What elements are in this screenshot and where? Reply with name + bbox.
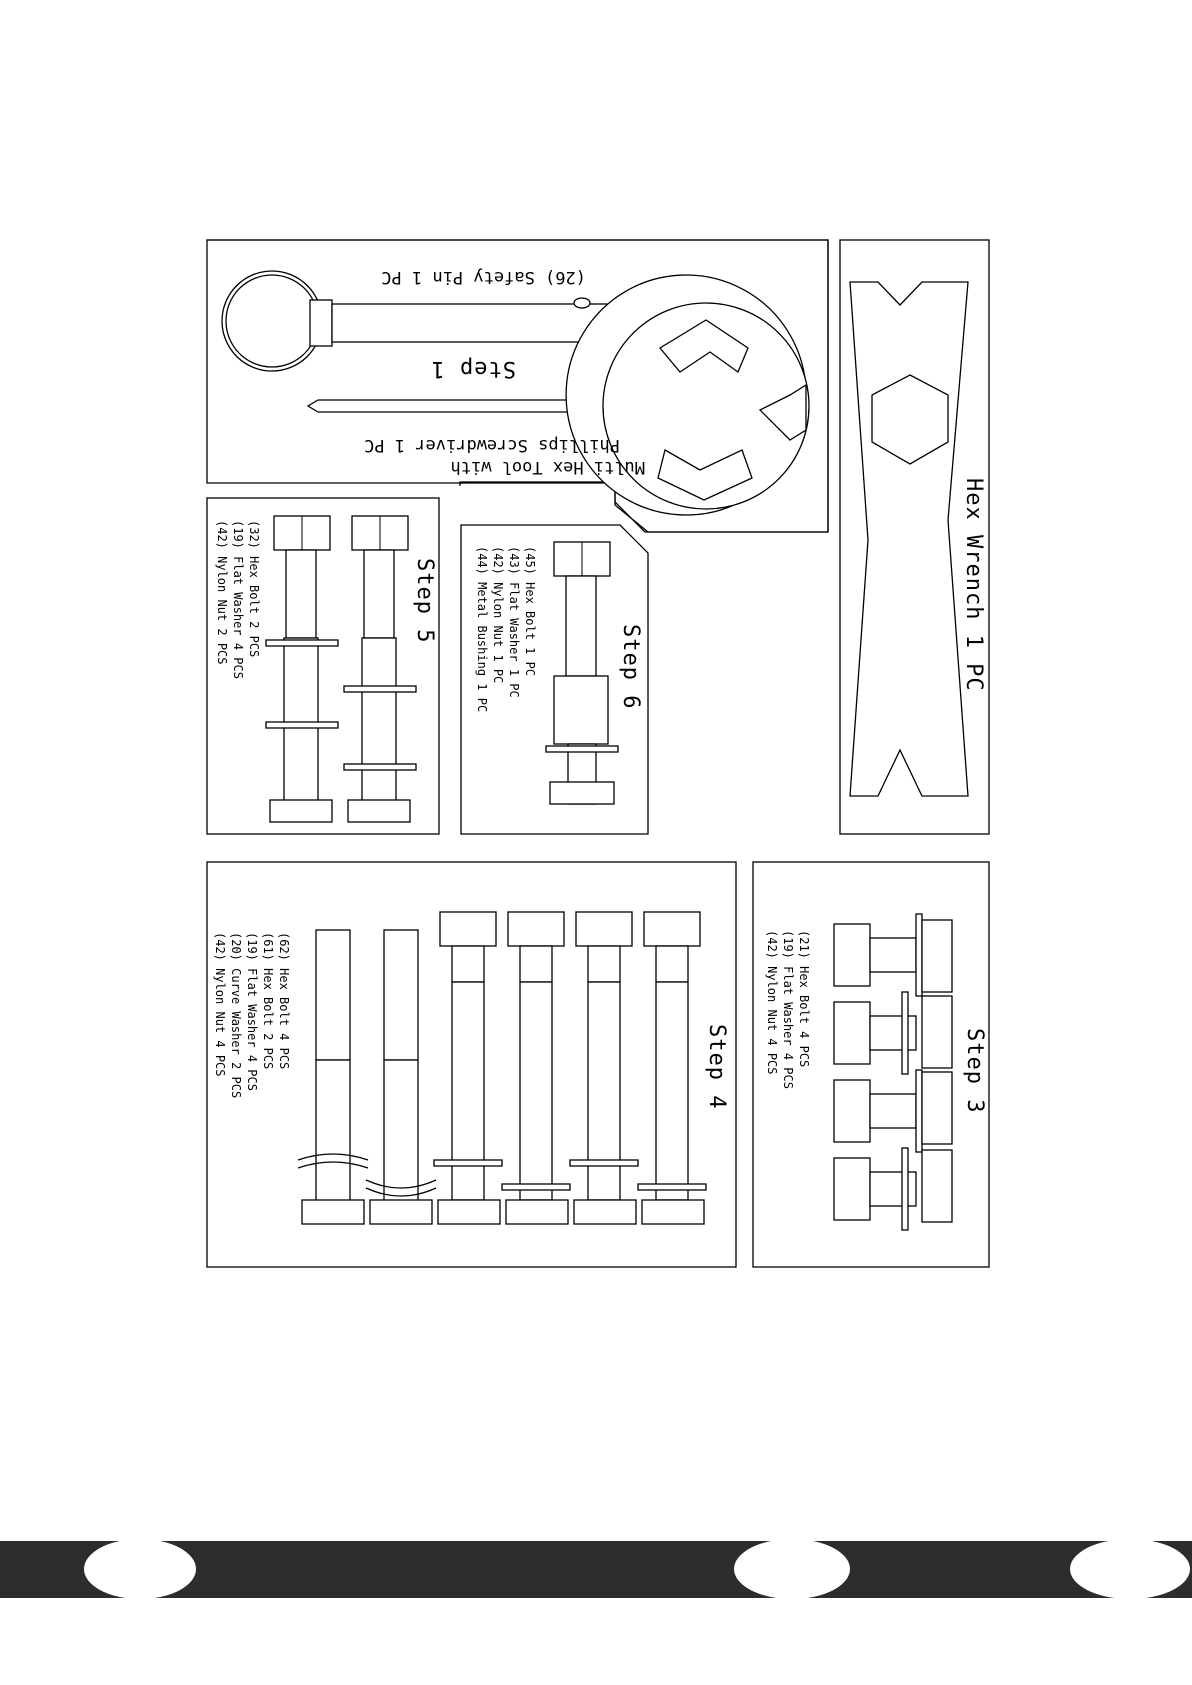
- step4-part-2: (61) Hex Bolt 2 PCS: [261, 932, 275, 1069]
- step6-bolt: [545, 541, 619, 805]
- step4-panel: [206, 861, 737, 1268]
- step6-title: Step 6: [618, 624, 643, 709]
- multi-tool-label-1: Multi Hex Tool with: [451, 457, 645, 477]
- safety-pin-drawing: [221, 270, 628, 372]
- step4-bolts: [297, 911, 707, 1225]
- step3-bolts: [833, 913, 953, 1231]
- step3-part-2: (19) Flat Washer 4 PCS: [781, 930, 795, 1089]
- step6-panel: [460, 524, 649, 835]
- step5-bolts: [265, 515, 417, 823]
- step3-part-3: (42) Nylon Nut 4 PCS: [765, 930, 779, 1075]
- step4-title: Step 4: [704, 1024, 729, 1109]
- hex-wrench-panel: [839, 239, 990, 835]
- safety-pin-label: (26) Safety Pin 1 PC: [381, 267, 586, 287]
- step5-part-2: (19) Flat Washer 4 PCS: [231, 520, 245, 679]
- step4-part-5: (42) Nylon Nut 4 PCS: [213, 932, 227, 1077]
- step1-panel: [206, 239, 829, 533]
- step4-part-1: (62) Hex Bolt 4 PCS: [277, 932, 291, 1069]
- step6-part-2: (43) Flat Washer 1 PC: [507, 546, 521, 698]
- step5-part-1: (32) Hex Bolt 2 PCS: [247, 520, 261, 657]
- step4-part-4: (20) Curve Washer 2 PCS: [229, 932, 243, 1098]
- step4-part-3: (19) Flat Washer 4 PCS: [245, 932, 259, 1091]
- multi-tool-label-2: Phillips Screwdriver 1 PC: [364, 435, 620, 455]
- step6-part-3: (42) Nylon Nut 1 PC: [491, 546, 505, 683]
- step3-panel: [752, 861, 990, 1268]
- step3-part-1: (21) Hex Bolt 4 PCS: [797, 930, 811, 1067]
- step3-title: Step 3: [962, 1028, 987, 1113]
- step5-part-3: (42) Nylon Nut 2 PCS: [215, 520, 229, 665]
- step6-part-4: (44) Metal Bushing 1 PC: [475, 546, 489, 712]
- footer-bar: [0, 1539, 1192, 1599]
- step5-panel: [206, 497, 440, 835]
- step1-title: Step 1: [431, 356, 516, 381]
- step6-part-1: (45) Hex Bolt 1 PC: [523, 546, 537, 676]
- step5-title: Step 5: [412, 558, 437, 643]
- hex-wrench-label: Hex Wrench 1 PC: [961, 478, 986, 692]
- multi-hex-tool-drawing: [306, 274, 810, 516]
